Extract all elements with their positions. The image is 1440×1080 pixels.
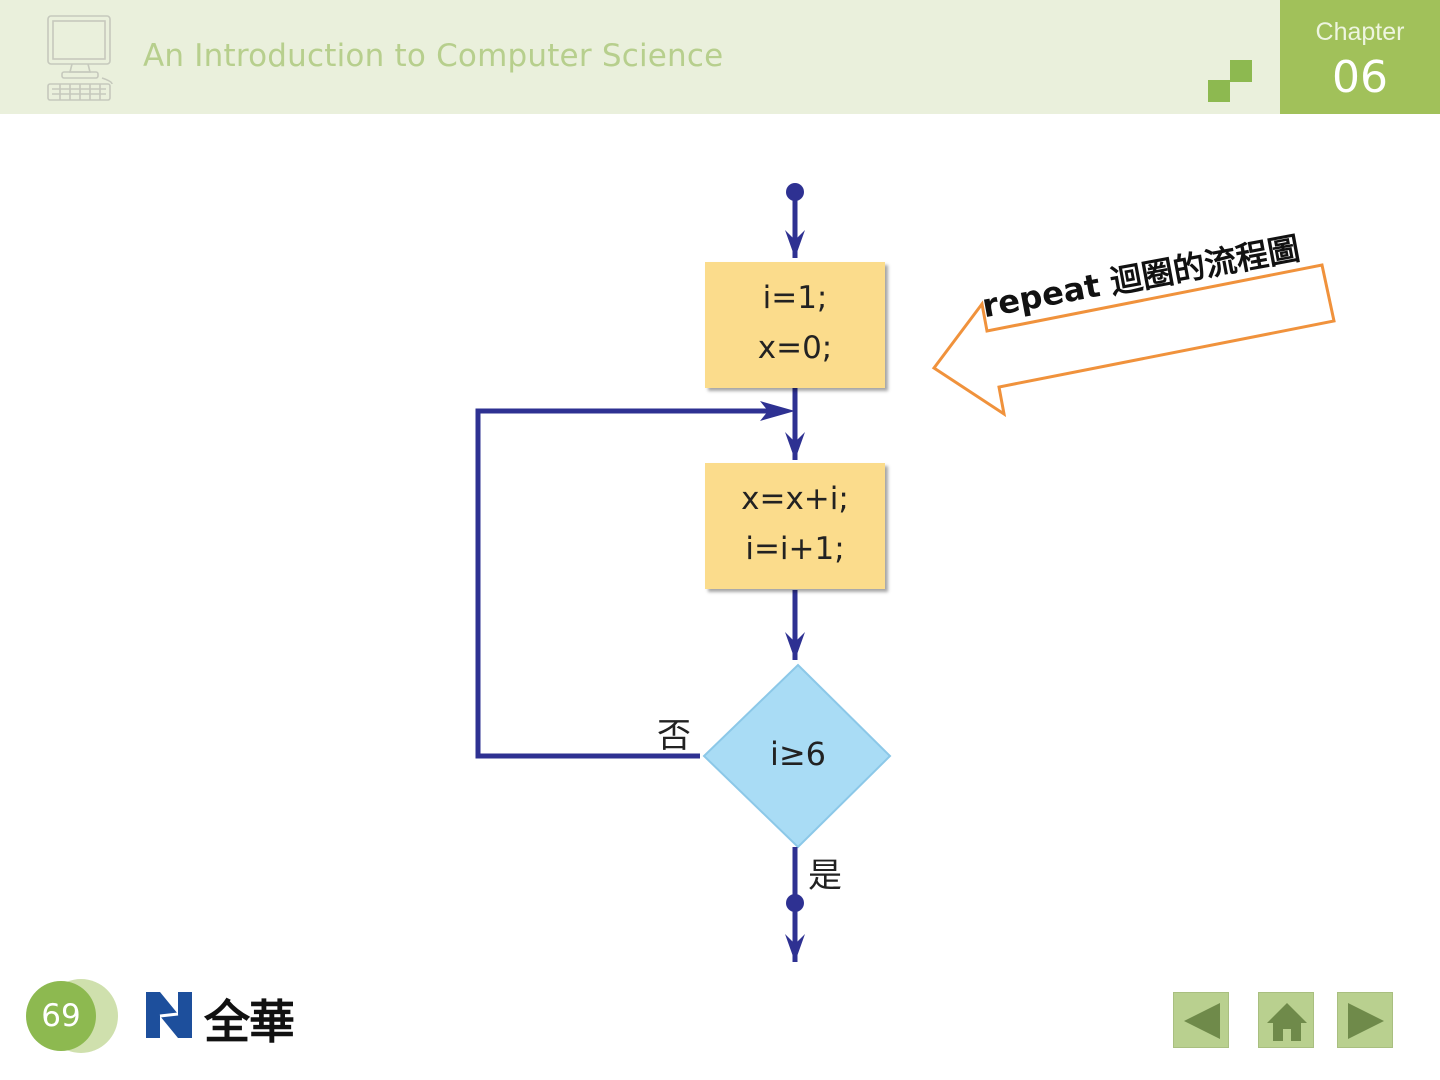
loop-back-line <box>475 408 780 759</box>
publisher-logo-icon <box>146 992 192 1038</box>
loop-body-box: x=x+i; i=i+1; <box>705 463 885 589</box>
condition-text: i≥6 <box>769 735 827 773</box>
no-label: 否 <box>657 716 691 756</box>
yes-label: 是 <box>808 856 842 896</box>
course-title: An Introduction to Computer Science <box>143 38 724 74</box>
end-point <box>786 894 804 912</box>
init-line-2: x=0; <box>757 330 833 366</box>
callout-arrow <box>931 263 1336 418</box>
right-arrow-icon <box>1348 1003 1384 1039</box>
body-line-1: x=x+i; <box>741 481 849 517</box>
body-line-2: i=i+1; <box>745 531 845 567</box>
chapter-label: Chapter <box>1315 18 1405 46</box>
init-line-1: i=1; <box>762 280 828 316</box>
computer-icon <box>47 15 113 101</box>
previous-button[interactable] <box>1173 992 1229 1048</box>
home-button[interactable] <box>1258 992 1314 1048</box>
condition-diamond <box>702 663 892 849</box>
header-bar: An Introduction to Computer Science Chap… <box>0 0 1440 114</box>
decorative-squares <box>1208 60 1252 102</box>
left-arrow-icon <box>1184 1003 1220 1039</box>
init-box: i=1; x=0; <box>705 262 885 388</box>
chapter-badge: Chapter 06 <box>1280 0 1440 114</box>
chapter-number: 06 <box>1332 52 1388 103</box>
home-icon <box>1267 1003 1307 1041</box>
next-button[interactable] <box>1337 992 1393 1048</box>
publisher-name: 全華 <box>204 995 295 1049</box>
page-number: 69 <box>41 998 81 1034</box>
page-badge <box>26 981 96 1051</box>
